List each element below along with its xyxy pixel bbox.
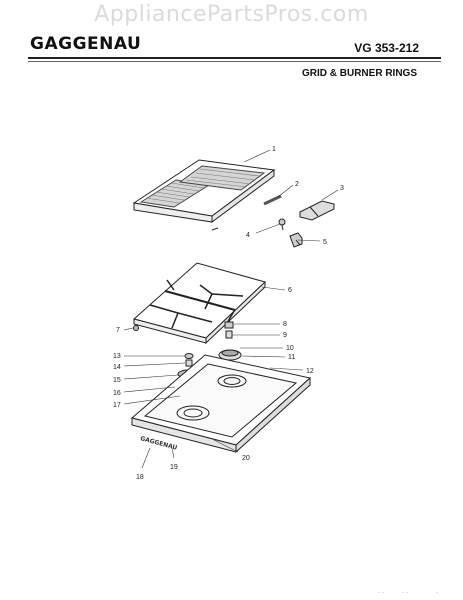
leader-lines <box>123 149 339 469</box>
burner-grate <box>132 262 266 345</box>
burner-injector <box>224 321 234 339</box>
grid-screw <box>278 218 286 231</box>
diagram-title: GRID & BURNER RINGS <box>301 68 417 79</box>
callout-15: 15 <box>113 377 121 384</box>
frame-logo: GAGGENAU <box>139 435 178 452</box>
callout-4: 4 <box>246 232 250 239</box>
header-rule-thin <box>28 61 441 62</box>
brand-logo: GAGGENAU <box>30 34 142 54</box>
watermark: AppliancePartsPros.com <box>94 2 369 27</box>
callout-8: 8 <box>283 321 287 328</box>
model-number: VG 353-212 <box>354 41 419 55</box>
callout-13: 13 <box>113 353 121 360</box>
callout-5: 5 <box>323 239 327 246</box>
small-nut <box>133 325 139 331</box>
grid-rod <box>263 194 282 206</box>
scan-mark: · · <box>378 590 384 597</box>
callout-20: 20 <box>242 455 250 462</box>
callout-10: 10 <box>286 345 294 352</box>
callout-16: 16 <box>113 390 121 397</box>
scan-mark: · · <box>402 590 408 597</box>
callout-6: 6 <box>288 287 292 294</box>
callout-18: 18 <box>136 474 144 481</box>
callout-9: 9 <box>283 332 287 339</box>
scan-mark: · <box>436 590 438 597</box>
callout-11: 11 <box>288 354 295 361</box>
callout-12: 12 <box>306 368 314 375</box>
callout-14: 14 <box>113 364 121 371</box>
callout-17: 17 <box>113 402 121 409</box>
callout-3: 3 <box>340 185 344 192</box>
grill-grid-plate <box>132 159 276 231</box>
header-rule <box>28 57 441 59</box>
callout-19: 19 <box>170 464 178 471</box>
callout-7: 7 <box>116 327 120 334</box>
cooktop-frame <box>130 354 312 454</box>
callout-2: 2 <box>295 181 299 188</box>
grid-clip <box>289 232 303 248</box>
callout-1: 1 <box>272 146 276 153</box>
grid-bracket <box>299 200 335 221</box>
burner-ring-right <box>218 349 242 361</box>
